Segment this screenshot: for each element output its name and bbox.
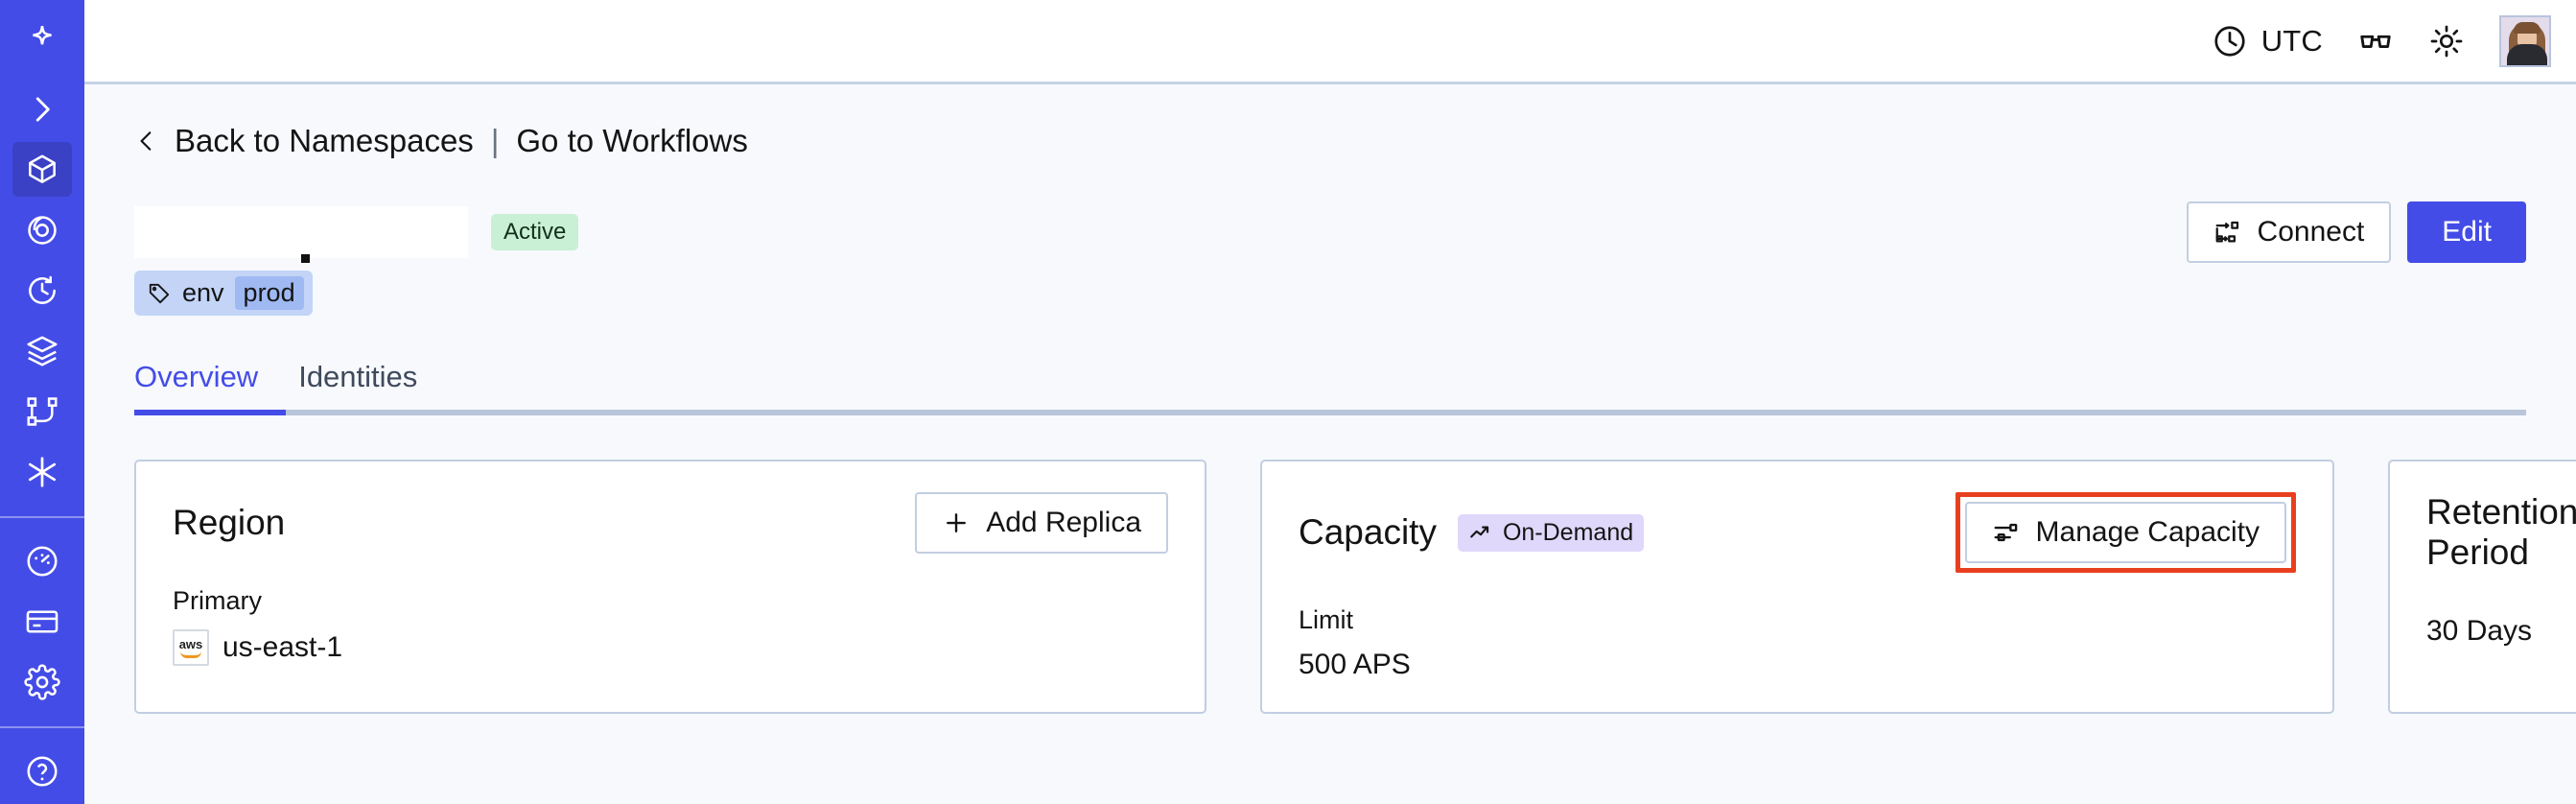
gear-icon <box>24 664 60 700</box>
namespace-tags: env prod <box>134 271 2526 316</box>
sidebar-divider-bottom <box>0 726 84 729</box>
credit-card-icon <box>24 603 60 640</box>
star-logo-icon <box>24 23 60 59</box>
breadcrumb-workflows-link[interactable]: Go to Workflows <box>516 123 748 158</box>
connect-flow-icon <box>2213 218 2242 247</box>
asterisk-icon <box>24 454 60 490</box>
tab-bar: Overview Identities <box>134 360 2526 410</box>
region-card: Region Add Replica Primary aws <box>134 460 1206 714</box>
aws-logo-icon: aws <box>173 629 209 666</box>
retention-card: Retention Period 30 Days <box>2388 460 2576 714</box>
region-card-title: Region <box>173 503 286 542</box>
sidebar <box>0 0 84 804</box>
retention-value: 30 Days <box>2426 615 2533 647</box>
chevron-right-icon <box>24 91 60 128</box>
capacity-card-title: Capacity <box>1299 512 1437 552</box>
sitemap-icon <box>24 393 60 430</box>
trending-up-icon <box>1468 520 1493 545</box>
sidebar-item-observability[interactable] <box>12 202 72 257</box>
sidebar-item-namespaces[interactable] <box>12 142 72 198</box>
avatar-body <box>2507 43 2547 65</box>
manage-capacity-label: Manage Capacity <box>2035 516 2260 548</box>
clock-arrow-icon <box>24 272 60 309</box>
region-value: us-east-1 <box>222 631 343 663</box>
sidebar-item-temporal-logo[interactable] <box>12 13 72 68</box>
glasses-icon[interactable] <box>2357 23 2394 59</box>
manage-capacity-button[interactable]: Manage Capacity <box>1964 502 2286 563</box>
capacity-card-header: Capacity On-Demand <box>1299 492 2296 573</box>
namespace-header: Active Con <box>134 201 2526 263</box>
breadcrumb: Back to Namespaces | Go to Workflows <box>134 123 2526 159</box>
sidebar-item-help[interactable] <box>12 744 72 798</box>
tab-identities[interactable]: Identities <box>298 360 418 393</box>
main-area: UTC <box>84 0 2576 804</box>
add-replica-button[interactable]: Add Replica <box>915 492 1168 554</box>
sidebar-item-workflows[interactable] <box>12 384 72 438</box>
retention-card-title: Retention Period <box>2426 492 2576 572</box>
sidebar-item-nexus[interactable] <box>12 323 72 378</box>
aws-logo-text: aws <box>178 636 203 651</box>
timezone-label: UTC <box>2260 23 2323 58</box>
gauge-icon <box>24 543 60 579</box>
region-card-header: Region Add Replica <box>173 492 1168 554</box>
layers-icon <box>24 333 60 369</box>
connect-button[interactable]: Connect <box>2186 201 2392 263</box>
region-primary-label: Primary <box>173 586 262 615</box>
breadcrumb-back-link[interactable]: Back to Namespaces <box>175 123 474 158</box>
header-actions: Connect Edit <box>2186 201 2526 263</box>
on-demand-badge-label: On-Demand <box>1502 518 1634 546</box>
capacity-limit-label: Limit <box>1299 605 1354 634</box>
tag-chip[interactable]: env prod <box>134 271 313 316</box>
sun-icon[interactable] <box>2428 23 2465 59</box>
avatar[interactable] <box>2499 14 2551 67</box>
on-demand-badge: On-Demand <box>1457 513 1645 552</box>
add-replica-label: Add Replica <box>986 507 1141 538</box>
connect-button-label: Connect <box>2257 216 2365 248</box>
overview-cards: Region Add Replica Primary aws <box>134 460 2576 714</box>
breadcrumb-separator: | <box>490 123 500 158</box>
capacity-value: 500 APS <box>1299 649 1411 680</box>
sidebar-item-settings[interactable] <box>12 654 72 709</box>
cube-icon <box>24 152 60 188</box>
edit-button[interactable]: Edit <box>2407 201 2526 263</box>
tab-underline <box>134 410 2526 415</box>
sidebar-item-billing[interactable] <box>12 594 72 649</box>
timezone-selector[interactable]: UTC <box>2212 23 2323 59</box>
sidebar-item-usage[interactable] <box>12 533 72 588</box>
clock-icon <box>2212 23 2248 59</box>
namespace-title-redacted <box>134 206 468 263</box>
sliders-icon <box>1992 518 2021 547</box>
tab-overview[interactable]: Overview <box>134 360 259 393</box>
tag-value: prod <box>234 276 304 310</box>
plus-icon <box>942 508 971 537</box>
sidebar-divider <box>0 516 84 519</box>
aws-logo-smile <box>180 651 201 658</box>
highlight-annotation: Manage Capacity <box>1955 492 2296 573</box>
tag-icon <box>147 281 172 306</box>
sidebar-item-schedules[interactable] <box>12 263 72 318</box>
region-value-row: aws us-east-1 <box>173 629 1168 666</box>
eye-icon <box>24 212 60 248</box>
status-badge: Active <box>491 214 579 250</box>
tab-active-indicator <box>134 410 286 415</box>
capacity-card: Capacity On-Demand <box>1260 460 2334 714</box>
chevron-left-icon[interactable] <box>134 126 159 156</box>
help-circle-icon <box>24 753 60 790</box>
avatar-hair-front <box>2514 21 2541 34</box>
sidebar-item-integrations[interactable] <box>12 444 72 499</box>
topbar: UTC <box>84 0 2576 84</box>
page-content: Back to Namespaces | Go to Workflows Act… <box>84 84 2576 804</box>
tag-key: env <box>182 278 224 307</box>
sidebar-item-expand-nav[interactable] <box>12 82 72 136</box>
